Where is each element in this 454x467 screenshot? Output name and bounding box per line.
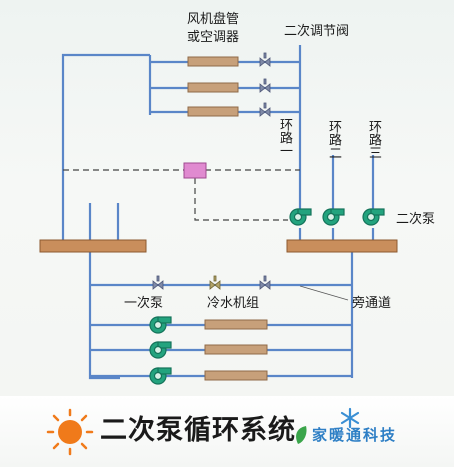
- chiller-3: [204, 370, 268, 381]
- pump-icon: [149, 367, 172, 385]
- chiller-label: 冷水机组: [207, 296, 260, 311]
- right-distribution-header: [286, 239, 398, 253]
- primary-pumps: [149, 316, 172, 385]
- bypass-label: 旁通道: [352, 296, 392, 311]
- fan-coil-1: [187, 56, 239, 67]
- pump-icon: [362, 208, 385, 226]
- chiller-2: [204, 344, 268, 355]
- loop3-label: 环路三: [366, 120, 381, 159]
- fan-coil-3: [187, 106, 239, 117]
- controller-box: [183, 162, 207, 179]
- brand-watermark: 家暖通科技: [312, 426, 398, 444]
- secondary-valves: [259, 52, 271, 117]
- system-diagram: [39, 45, 398, 385]
- footer-banner: [0, 396, 454, 467]
- secondary-pump-label: 二次泵: [396, 212, 436, 227]
- chiller-units: [204, 319, 268, 381]
- bypass-valves: [152, 275, 271, 290]
- fan-coil-2: [187, 82, 239, 93]
- diagram-title: 二次泵循环系统: [100, 415, 296, 446]
- pump-icon: [289, 208, 312, 226]
- fan-coil-units: [187, 56, 239, 117]
- loop2-label: 环路二: [326, 120, 341, 159]
- valve-icon: [259, 102, 271, 117]
- control-signal-lines: [63, 169, 300, 221]
- bypass-leader-line: [299, 285, 349, 301]
- fan-coil-label-line2: 或空调器: [187, 30, 240, 45]
- valve-icon: [152, 275, 164, 290]
- secondary-valve-label: 二次调节阀: [284, 24, 350, 39]
- sun-icon: [46, 408, 94, 456]
- pump-icon: [149, 316, 172, 334]
- loop1-label: 环路一: [277, 118, 292, 157]
- valve-icon: [209, 275, 221, 290]
- pump-icon: [149, 341, 172, 359]
- valve-icon: [259, 52, 271, 67]
- fan-coil-label-line1: 风机盘管: [187, 12, 240, 27]
- snowflake-icon: [340, 407, 360, 429]
- valve-icon: [259, 275, 271, 290]
- left-distribution-header: [39, 239, 147, 253]
- secondary-pumps: [289, 208, 385, 226]
- valve-icon: [259, 78, 271, 93]
- chiller-1: [204, 319, 268, 330]
- lower-left-pipe: [88, 252, 120, 380]
- logo-leaf-icon: [296, 426, 307, 444]
- primary-pump-label: 一次泵: [124, 296, 164, 311]
- pump-icon: [322, 208, 345, 226]
- footer-art: [46, 407, 360, 456]
- left-riser-pipe: [61, 53, 150, 240]
